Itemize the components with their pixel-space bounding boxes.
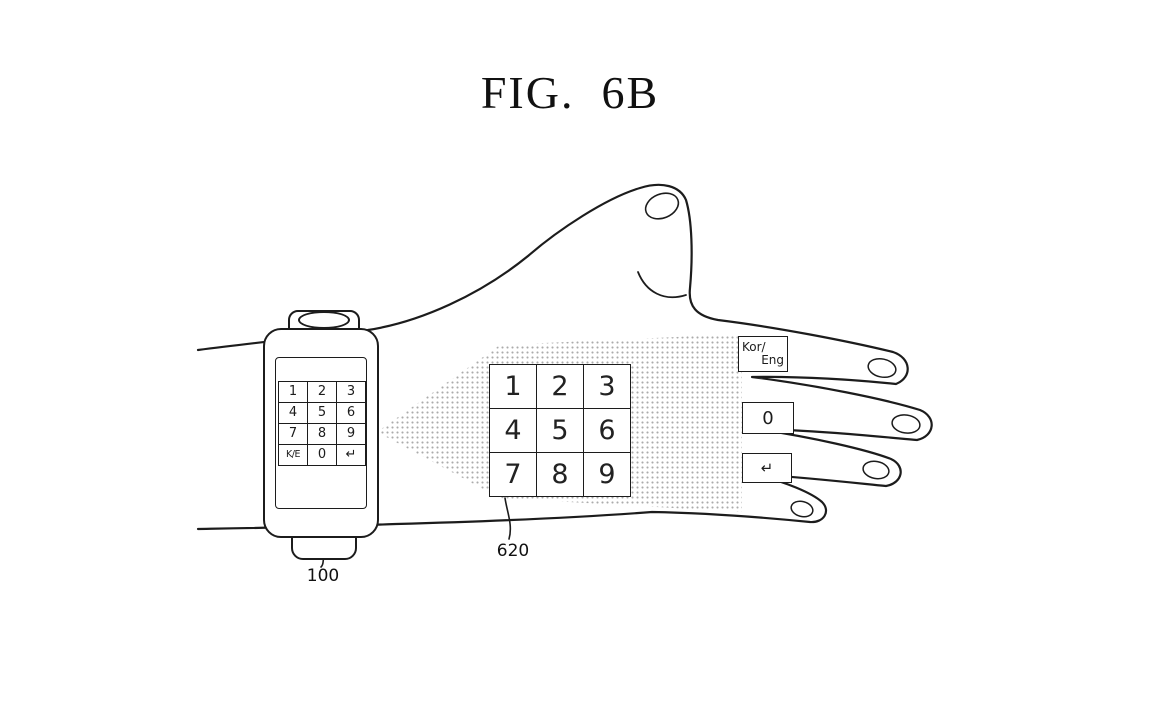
lang-toggle-line2: Eng — [761, 353, 784, 367]
pinky-finger-nail — [790, 500, 814, 518]
ring-finger-nail — [862, 460, 890, 480]
projected-key: 9 — [583, 452, 631, 497]
thumb-nail — [644, 192, 680, 220]
projected-key: 3 — [583, 364, 631, 409]
watch-key: 9 — [336, 423, 366, 445]
watch-key: 2 — [307, 381, 337, 403]
watch-key: 5 — [307, 402, 337, 424]
watch-key: 3 — [336, 381, 366, 403]
projected-key: 6 — [583, 408, 631, 453]
ref-label-projection: 620 — [496, 541, 530, 561]
thumb-crease-line — [637, 271, 687, 299]
watch-key: 8 — [307, 423, 337, 445]
watch-key-lang: K/E — [278, 444, 308, 466]
figure-title: FIG. 6B — [480, 67, 660, 118]
projected-key: 1 — [489, 364, 537, 409]
watch-crown — [298, 311, 350, 329]
watch-keypad: 1 2 3 4 5 6 7 8 9 K/E 0 ↵ — [278, 381, 366, 466]
projected-keypad: 1 2 3 4 5 6 7 8 9 — [489, 364, 631, 497]
projected-key: 4 — [489, 408, 537, 453]
watch-key: 1 — [278, 381, 308, 403]
projected-enter-key: ↵ — [742, 453, 792, 483]
watch-key: 4 — [278, 402, 308, 424]
ref-label-watch: 100 — [306, 566, 340, 586]
projected-key: 5 — [536, 408, 584, 453]
projected-key: 7 — [489, 452, 537, 497]
watch-key: 7 — [278, 423, 308, 445]
projected-lang-toggle-key: Kor/ Eng — [738, 336, 788, 372]
index-finger-nail — [867, 357, 897, 379]
watch-key: 6 — [336, 402, 366, 424]
middle-finger-nail — [891, 414, 921, 434]
projected-key: 2 — [536, 364, 584, 409]
projected-key: 8 — [536, 452, 584, 497]
projected-zero-key: 0 — [742, 402, 794, 434]
lang-toggle-line1: Kor/ — [742, 340, 766, 354]
watch-key: 0 — [307, 444, 337, 466]
projection-leader-line — [504, 497, 512, 540]
watch-key-enter: ↵ — [336, 444, 366, 466]
